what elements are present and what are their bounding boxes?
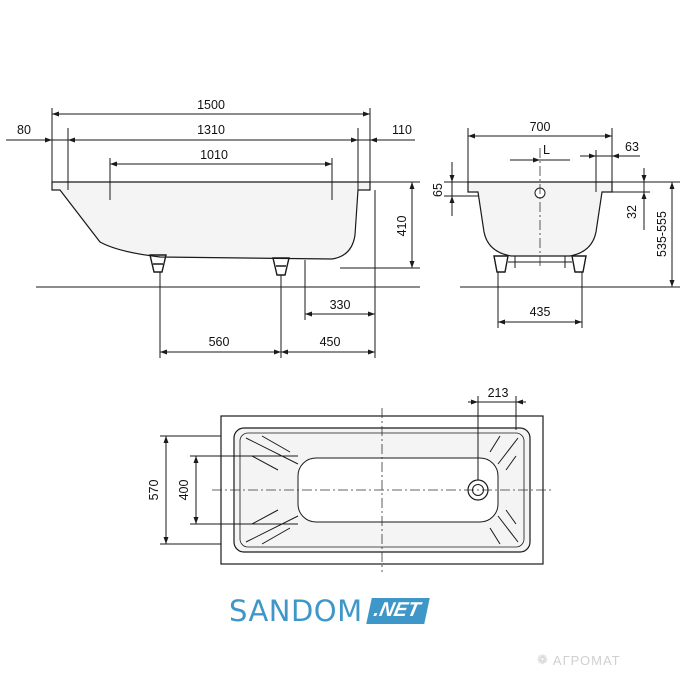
end-view-foot-right: [571, 255, 587, 273]
side-view-foot-right: [272, 257, 290, 276]
dim-213-label: 213: [488, 386, 509, 400]
dim-1500-label: 1500: [197, 98, 225, 112]
arrow: [533, 157, 540, 163]
dim-535-555-label: 535-555: [655, 211, 669, 257]
dim-65-label: 65: [431, 183, 445, 197]
arrow: [305, 311, 375, 317]
watermark-text: АГРОМАТ: [552, 652, 621, 668]
top-view: 213 570 400: [147, 386, 552, 572]
end-view-tub-body: [467, 181, 613, 257]
end-view-foot-left: [493, 255, 509, 273]
side-view-foot-left: [149, 254, 167, 273]
label-l: L: [543, 143, 550, 157]
dim-700-label: 700: [530, 120, 551, 134]
dim-560-label: 560: [209, 335, 230, 349]
logo-text: SANDOM: [229, 594, 363, 628]
dim-570-label: 570: [147, 480, 161, 501]
arrow: [641, 175, 647, 199]
watermark: ❁ АГРОМАТ: [537, 652, 621, 668]
dim-450-label: 450: [320, 335, 341, 349]
dim-32-label: 32: [625, 205, 639, 219]
dim-330-label: 330: [330, 298, 351, 312]
dim-80-label: 80: [17, 123, 31, 137]
dim-435-label: 435: [530, 305, 551, 319]
dim-410-label: 410: [395, 216, 409, 237]
end-view-support: [508, 256, 572, 268]
side-view-tub-body: [51, 181, 371, 260]
dim-63-label: 63: [625, 140, 639, 154]
side-view: 1500 80 1310 110 1010 410 330 560 450: [6, 98, 420, 358]
dim-110-label: 110: [392, 123, 412, 137]
end-view: 700 L 63 65 32 535-555 435: [431, 120, 680, 328]
dim-1310-label: 1310: [197, 123, 225, 137]
arrow: [193, 456, 199, 524]
dim-400-label: 400: [177, 480, 191, 501]
watermark-icon: ❁: [537, 652, 549, 667]
sandom-logo: SANDOM .NET: [229, 591, 429, 631]
arrow: [589, 153, 619, 159]
dim-1010-label: 1010: [200, 148, 228, 162]
logo-net-badge: .NET: [365, 598, 429, 624]
arrow: [449, 175, 455, 203]
top-view-slope-lines: [245, 435, 519, 545]
